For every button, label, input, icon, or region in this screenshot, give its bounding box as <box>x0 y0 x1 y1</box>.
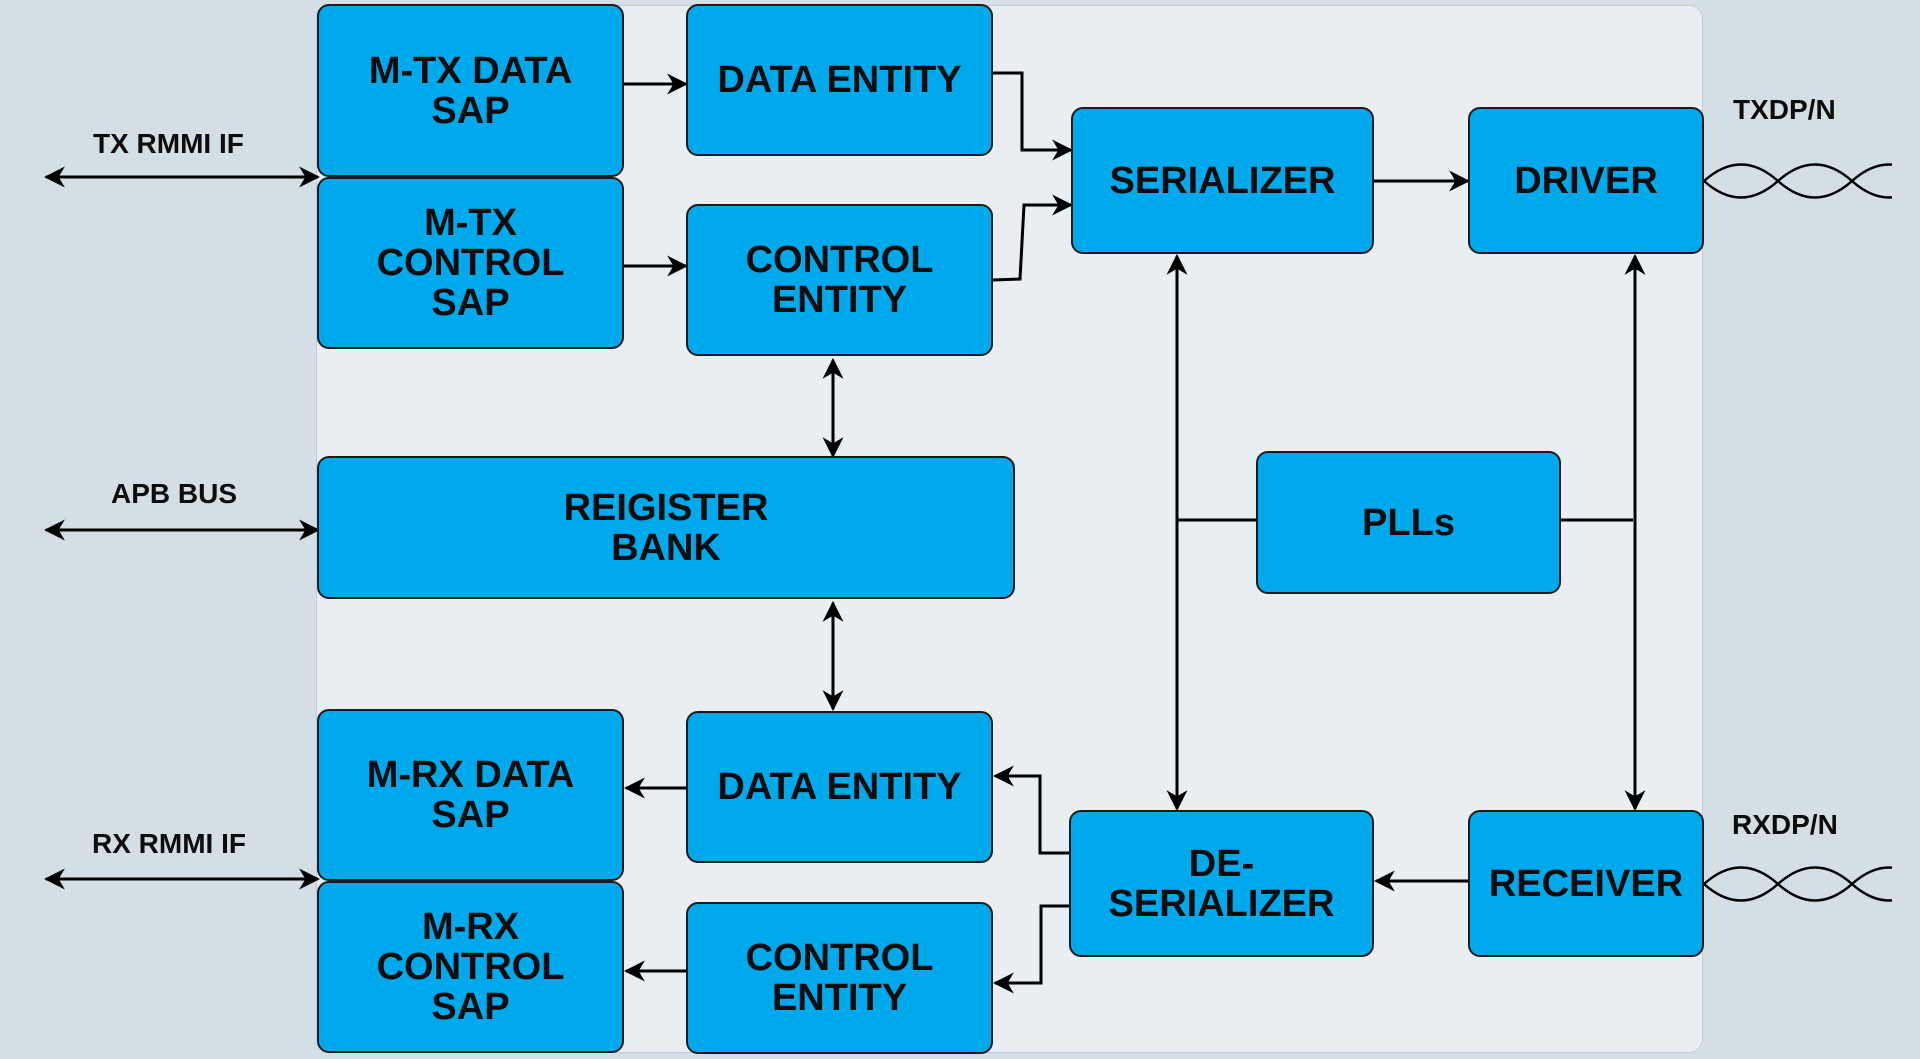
rxdp-n-label: RXDP/N <box>1732 809 1838 840</box>
rx-data-entity-block: DATA ENTITY <box>686 711 993 863</box>
apb-bus-label: APB BUS <box>111 478 238 509</box>
tx-control-entity-block: CONTROL ENTITY <box>686 204 993 356</box>
plls-block: PLLs <box>1256 451 1561 594</box>
serializer-block: SERIALIZER <box>1071 107 1374 254</box>
txdp-n-label: TXDP/N <box>1733 94 1836 125</box>
deserializer-to-rx-data-entity-arrow <box>992 765 1069 855</box>
tx-rmmi-if-label: TX RMMI IF <box>93 128 244 159</box>
deserializer-block: DE-SERIALIZER <box>1069 810 1374 957</box>
tx-data-entity-block: DATA ENTITY <box>686 4 993 156</box>
rx-control-entity-block: CONTROL ENTITY <box>686 902 993 1054</box>
tx-control-entity-to-serializer-arrow <box>992 194 1074 282</box>
receiver-block: RECEIVER <box>1468 810 1704 957</box>
m-rx-data-sap-block: M-RX DATA SAP <box>317 709 624 881</box>
tx-data-entity-to-serializer-arrow <box>993 71 1074 161</box>
m-tx-control-sap-block: M-TX CONTROL SAP <box>317 177 624 349</box>
register-bank-block: REIGISTER BANK <box>317 456 1015 599</box>
rx-rmmi-if-label: RX RMMI IF <box>92 828 246 859</box>
driver-block: DRIVER <box>1468 107 1704 254</box>
m-rx-control-sap-block: M-RX CONTROL SAP <box>317 881 624 1053</box>
txdp-n-waveform <box>1703 163 1920 199</box>
deserializer-to-rx-control-entity-arrow <box>992 904 1069 994</box>
m-tx-data-sap-block: M-TX DATA SAP <box>317 4 624 177</box>
rxdp-n-waveform <box>1703 866 1920 902</box>
